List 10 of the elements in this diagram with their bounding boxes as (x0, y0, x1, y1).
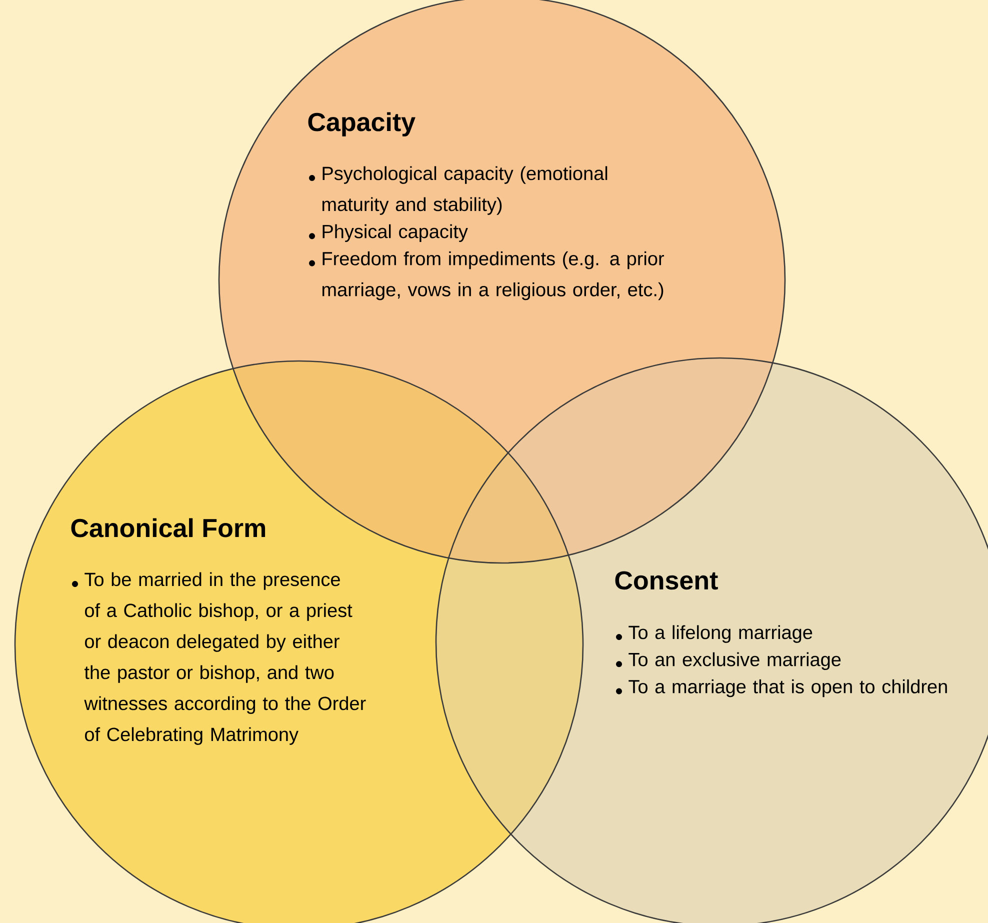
bullet-item: Freedom from impediments (e.g. a prior marriage, vows in a religious order, etc.) (322, 251, 664, 300)
bullet-item: To a lifelong marriage (628, 625, 812, 643)
bullet-item: To an exclusive marriage (628, 652, 841, 670)
bullet-item: To a marriage that is open to children (628, 679, 947, 698)
bullet-item: Psychological capacity (emotional maturity and stability) (322, 166, 608, 215)
bullet-item: To be married in the presence of a Catholic bishop, or a priest or deacon delegated by either the pastor or bishop, and two witnesses according to the Order of Celebrating Matrimony (84, 572, 366, 745)
circle-heading: Capacity (308, 112, 416, 136)
circle-heading: Canonical Form (71, 518, 266, 538)
circle-heading: Consent (615, 571, 718, 590)
bullet-item: Physical capacity (322, 224, 468, 242)
